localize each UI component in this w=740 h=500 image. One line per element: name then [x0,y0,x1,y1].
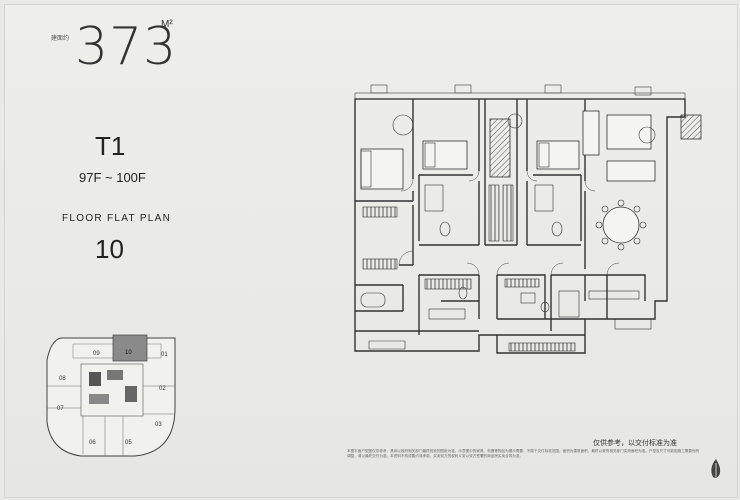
floor-range: 97F ~ 100F [79,170,146,185]
floor-plan-drawing [354,84,702,354]
brochure-page: 建面约 373 M² T1 97F ~ 100F FLOOR FLAT PLAN… [4,4,738,498]
plan-title: FLOOR FLAT PLAN [62,213,172,224]
highlight-unit [112,334,148,362]
area-unit: M² [161,19,173,30]
unit-label-09: 09 [93,351,100,357]
area-label: 建面约 [51,36,70,42]
unit-number: 10 [95,234,124,264]
unit-label-10: 10 [125,350,132,356]
area-value: 373 [75,17,178,77]
unit-label-06: 06 [89,440,96,446]
disclaimer: 仅供参考，以交付标准为准 [593,440,677,447]
brand-logo-icon [711,459,721,478]
unit-label-08: 08 [59,376,66,382]
unit-label-02: 02 [159,386,166,392]
unit-label-01: 01 [161,352,168,358]
unit-label-07: 07 [57,406,64,412]
unit-type: T1 [95,131,126,161]
key-plan: 09 10 01 02 03 05 06 07 08 [46,334,176,457]
fine-print: 本图平面户型图仅供参考，具体以政府相关部门最终批准的图纸为准。示意图中的家具、电… [347,449,700,459]
unit-label-05: 05 [125,440,132,446]
unit-label-03: 03 [155,422,162,428]
